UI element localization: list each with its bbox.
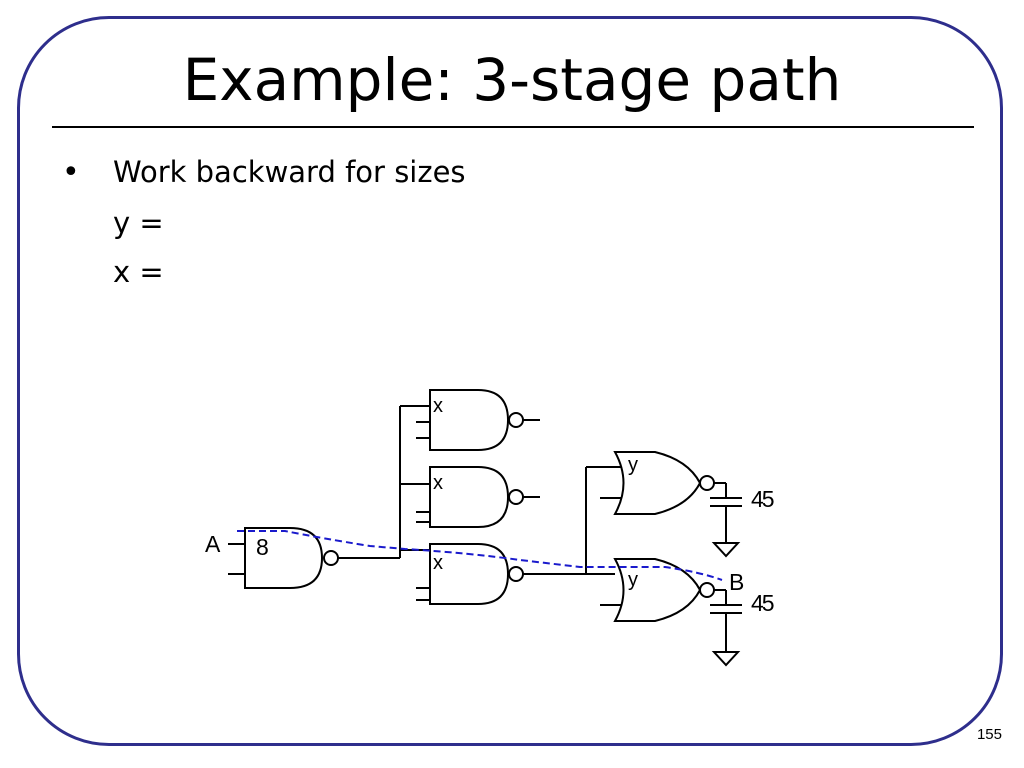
- equation-x: x =: [113, 255, 164, 289]
- nor-top-bubble: [699, 475, 715, 491]
- critical-path: [237, 530, 723, 581]
- nor-top-size-label: y: [628, 454, 638, 476]
- nand-middle: [429, 466, 510, 528]
- nand-bottom: [429, 543, 510, 605]
- nand-top: [429, 389, 510, 451]
- gate1-nand: [244, 527, 324, 589]
- nand-bottom-bubble: [508, 566, 524, 582]
- gate1-bubble: [323, 550, 339, 566]
- nand-middle-size-label: x: [433, 472, 443, 494]
- ground-top: [711, 542, 741, 558]
- gate1-size-label: 8: [256, 534, 269, 560]
- ground-bottom: [711, 651, 741, 667]
- page-number: 155: [976, 726, 1002, 743]
- output-label-b: B: [729, 569, 744, 595]
- nand-bottom-size-label: x: [433, 552, 443, 574]
- nand-middle-bubble: [508, 489, 524, 505]
- equation-y: y =: [113, 206, 164, 240]
- nand-top-bubble: [508, 412, 524, 428]
- bullet-marker: •: [62, 155, 80, 190]
- nor-bottom-bubble: [699, 582, 715, 598]
- load-bottom-label: 45: [751, 590, 774, 616]
- nand-top-size-label: x: [433, 395, 443, 417]
- nor-top: [613, 451, 702, 515]
- title-divider: [52, 126, 974, 128]
- nor-bottom-size-label: y: [628, 569, 638, 591]
- input-label-a: A: [205, 531, 221, 557]
- bullet-text: Work backward for sizes: [113, 155, 466, 189]
- load-top-label: 45: [751, 486, 774, 512]
- slide-frame: [17, 16, 1003, 746]
- slide-title: Example: 3-stage path: [182, 46, 842, 114]
